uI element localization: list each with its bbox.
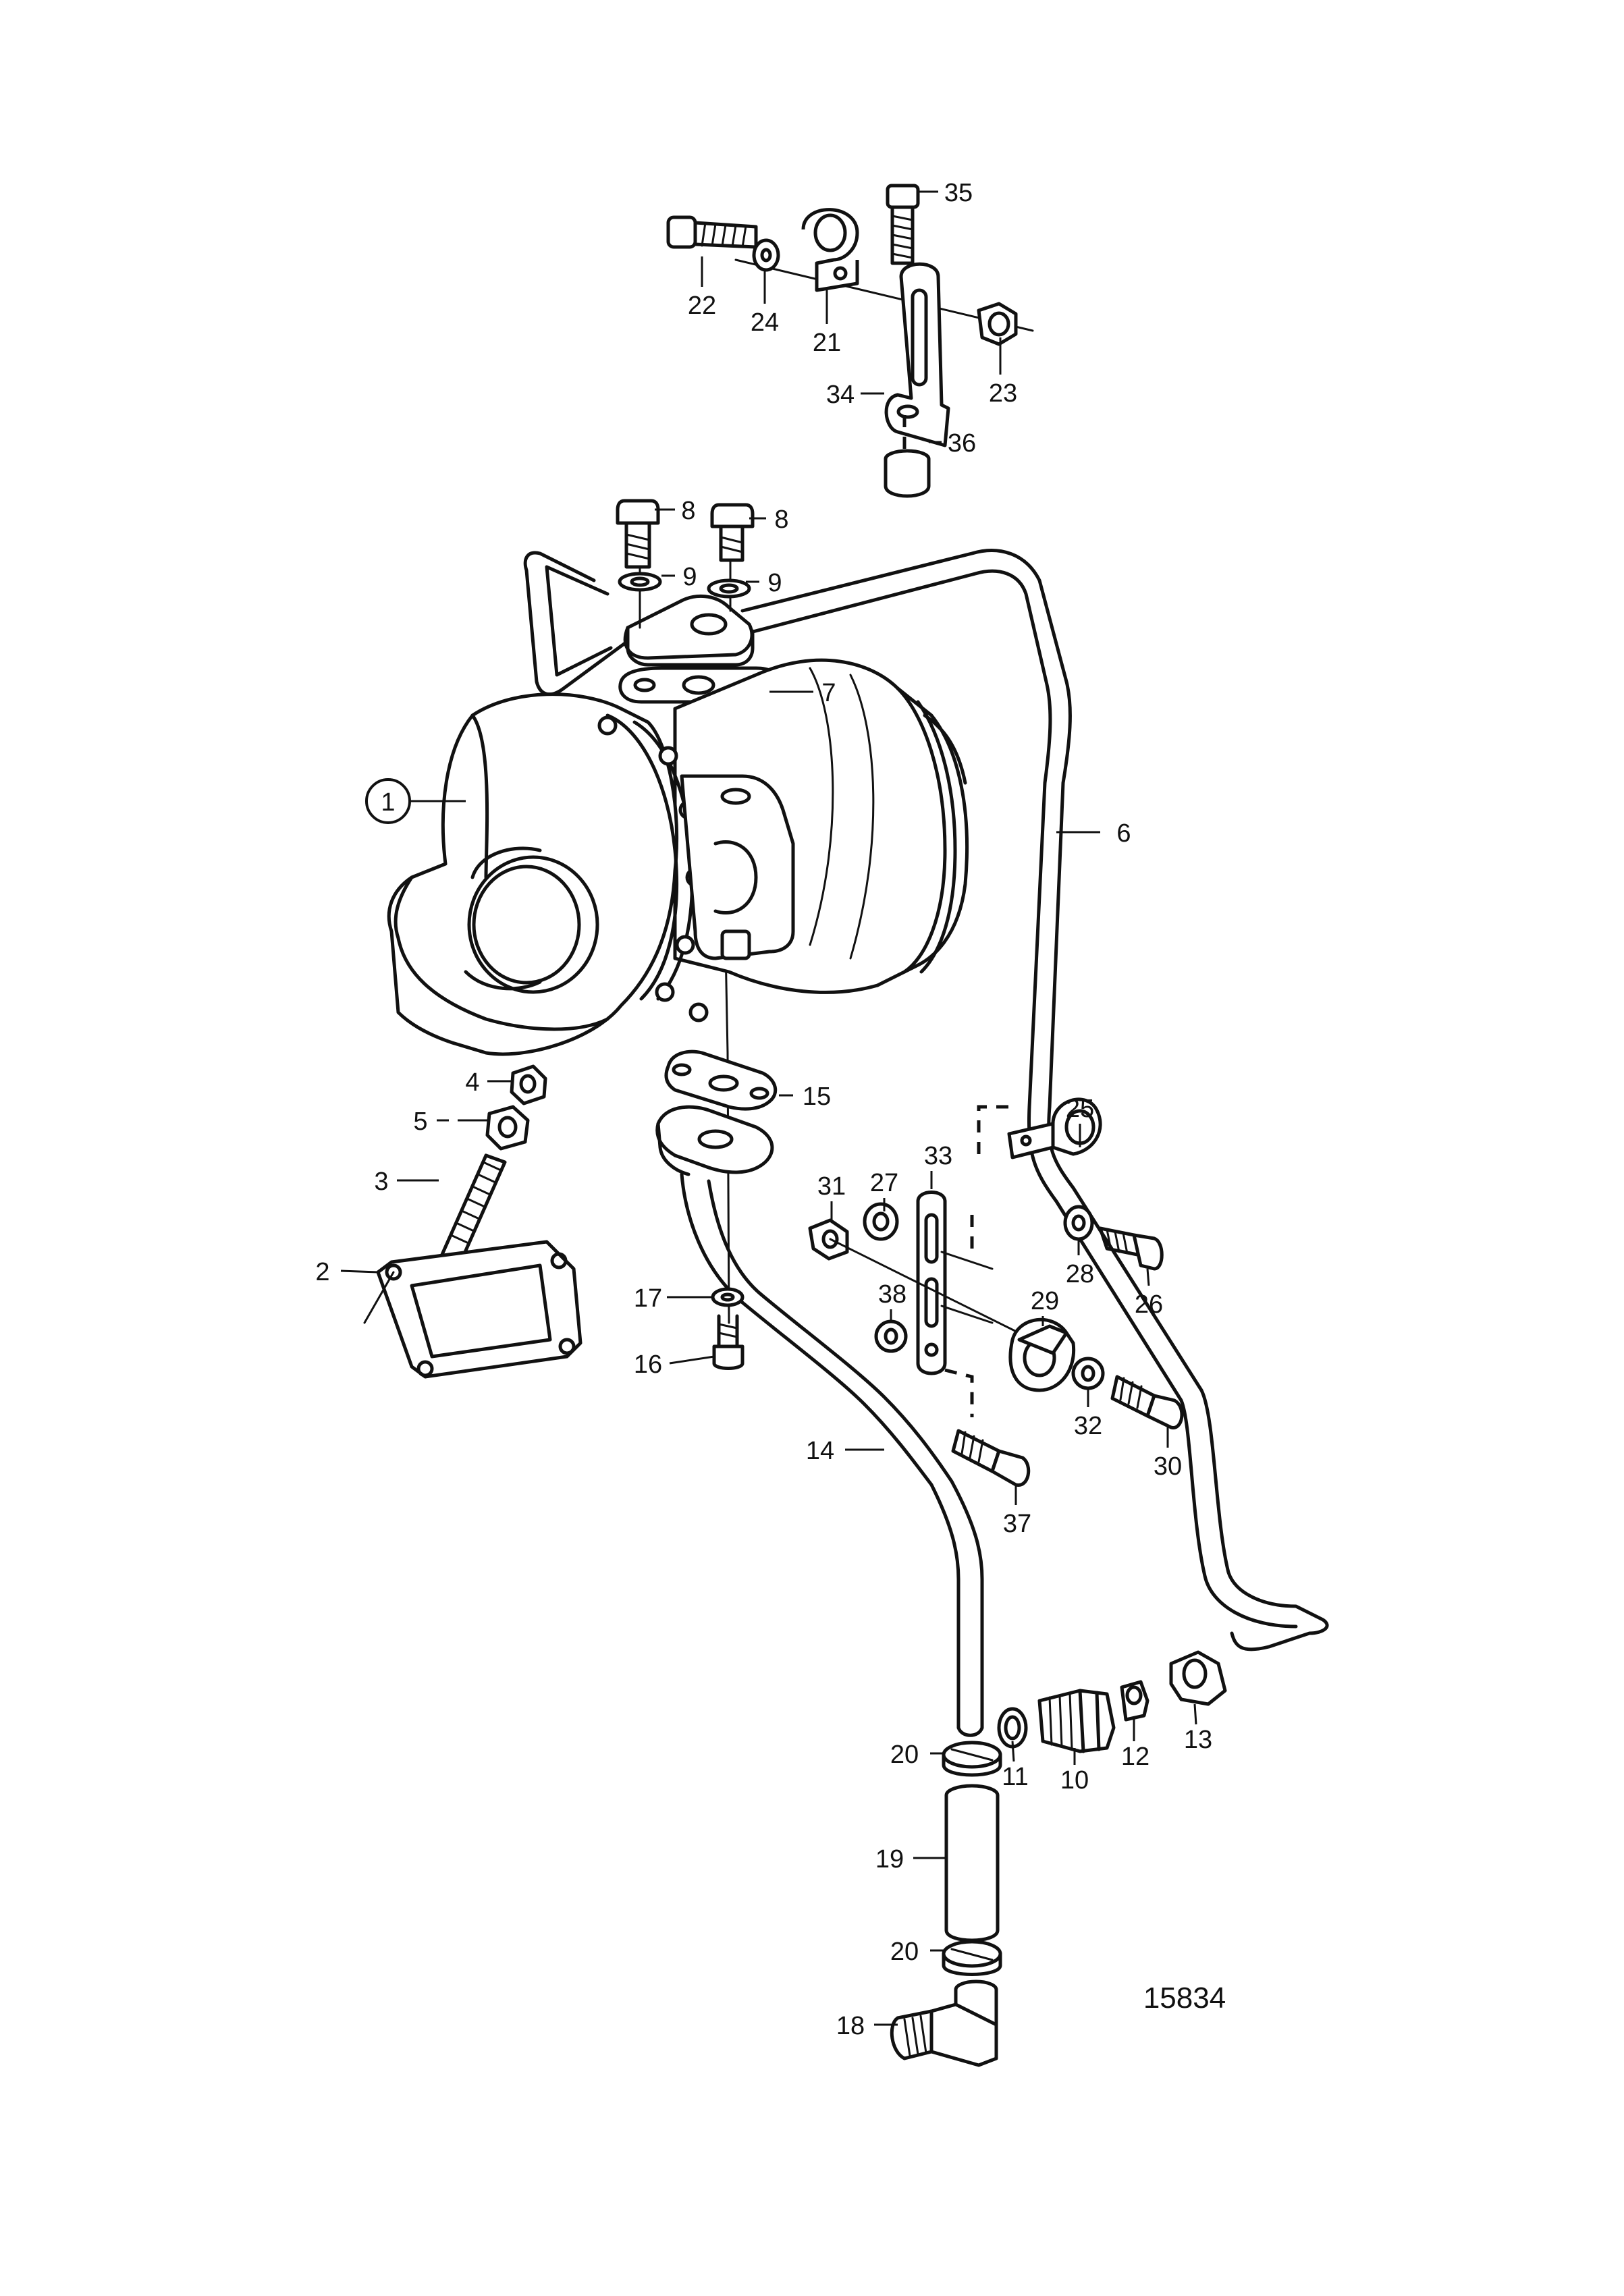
callout-17: 17 (634, 1284, 662, 1313)
callout-1-circle (365, 778, 411, 824)
part-23-nut (977, 302, 1018, 346)
callout-29: 29 (1031, 1287, 1059, 1315)
callout-3: 3 (374, 1168, 388, 1196)
callout-12: 12 (1121, 1743, 1149, 1771)
callout-20-lower: 20 (890, 1938, 919, 1966)
callout-8-left: 8 (681, 497, 695, 525)
part-20-clamp-upper (942, 1741, 1002, 1777)
callout-25: 25 (1066, 1095, 1094, 1123)
callout-7: 7 (821, 679, 836, 707)
part-34-bracket (884, 262, 950, 447)
part-15-gasket (664, 1049, 778, 1111)
part-35-bolt (886, 184, 920, 265)
bracket-assembly (666, 184, 1034, 498)
part-8-bolt-right (710, 503, 755, 562)
callout-34: 34 (826, 381, 855, 409)
part-11-seal-ring (997, 1707, 1028, 1749)
callout-27: 27 (870, 1169, 898, 1197)
callout-32: 32 (1074, 1412, 1102, 1440)
part-21-clamp (801, 208, 859, 292)
callout-18: 18 (836, 2012, 865, 2040)
part-33-strap (916, 1191, 947, 1375)
callout-31: 31 (817, 1172, 846, 1201)
return-flange (655, 1105, 774, 1176)
callout-leaders (340, 190, 1197, 2026)
part-26-bolt (1098, 1226, 1164, 1271)
part-25-clamp (1007, 1097, 1102, 1159)
part-17-washer (711, 1287, 745, 1307)
part-22-bolt (666, 215, 758, 249)
callout-13: 13 (1184, 1726, 1212, 1754)
part-38-washer (874, 1319, 908, 1353)
part-18-elbow-fitting (890, 1979, 998, 2067)
callout-16: 16 (634, 1350, 662, 1379)
callout-15: 15 (803, 1083, 831, 1111)
callout-5: 5 (413, 1108, 427, 1136)
part-4-nut (510, 1064, 547, 1105)
callout-37: 37 (1003, 1510, 1031, 1538)
part-9-washer-right (707, 578, 751, 599)
callout-21: 21 (813, 329, 841, 357)
part-28-washer (1063, 1205, 1094, 1241)
callout-8-right: 8 (774, 505, 788, 534)
callout-26: 26 (1135, 1290, 1163, 1319)
part-32-washer (1071, 1357, 1105, 1390)
callout-24: 24 (751, 308, 779, 337)
part-29-clamp (1008, 1317, 1076, 1392)
part-20-clamp-lower (942, 1940, 1002, 1976)
callout-9-right: 9 (767, 569, 782, 597)
part-31-nut (808, 1218, 849, 1261)
part-27-washer (863, 1202, 899, 1241)
callout-20-upper: 20 (890, 1741, 919, 1769)
callout-38: 38 (878, 1280, 906, 1309)
callout-30: 30 (1154, 1452, 1182, 1481)
callout-36: 36 (948, 429, 976, 458)
part-12-ferrule (1120, 1680, 1149, 1722)
callout-labels: 1 2 3 4 5 6 7 8 8 9 9 10 11 12 13 14 15 … (315, 179, 1212, 2040)
part-19-hose (944, 1784, 1000, 1942)
drawing-number: 15834 (1143, 1981, 1226, 2015)
callout-28: 28 (1066, 1260, 1094, 1288)
callout-10: 10 (1060, 1766, 1089, 1795)
part-1-turbocharger (387, 658, 969, 1056)
part-16-bolt (712, 1314, 745, 1370)
callout-9-left: 9 (682, 563, 697, 591)
callout-4: 4 (465, 1068, 479, 1097)
callout-14: 14 (806, 1437, 834, 1465)
part-5-nut (485, 1105, 530, 1151)
callout-23: 23 (989, 379, 1017, 408)
part-2-gasket (376, 1240, 583, 1379)
part-10-union (1037, 1689, 1116, 1753)
part-37-bolt (951, 1429, 1031, 1487)
part-9-washer-left (618, 572, 662, 592)
callout-1: 1 (381, 788, 395, 817)
part-30-bolt (1110, 1375, 1184, 1429)
callout-35: 35 (944, 179, 973, 207)
part-36-spacer (884, 449, 931, 498)
part-8-bolt-left (616, 499, 660, 569)
part-13-nut (1169, 1650, 1227, 1706)
callout-19: 19 (875, 1845, 904, 1874)
part-14-oil-return-pipe (680, 1172, 984, 1737)
callout-33: 33 (924, 1142, 952, 1170)
callout-22: 22 (688, 292, 716, 320)
part-3-stud (437, 1153, 507, 1271)
callout-6: 6 (1116, 819, 1131, 848)
oil-inlet-flange (623, 594, 755, 667)
callout-2: 2 (315, 1258, 329, 1286)
part-24-washer (752, 238, 780, 272)
callout-11: 11 (1002, 1763, 1028, 1791)
